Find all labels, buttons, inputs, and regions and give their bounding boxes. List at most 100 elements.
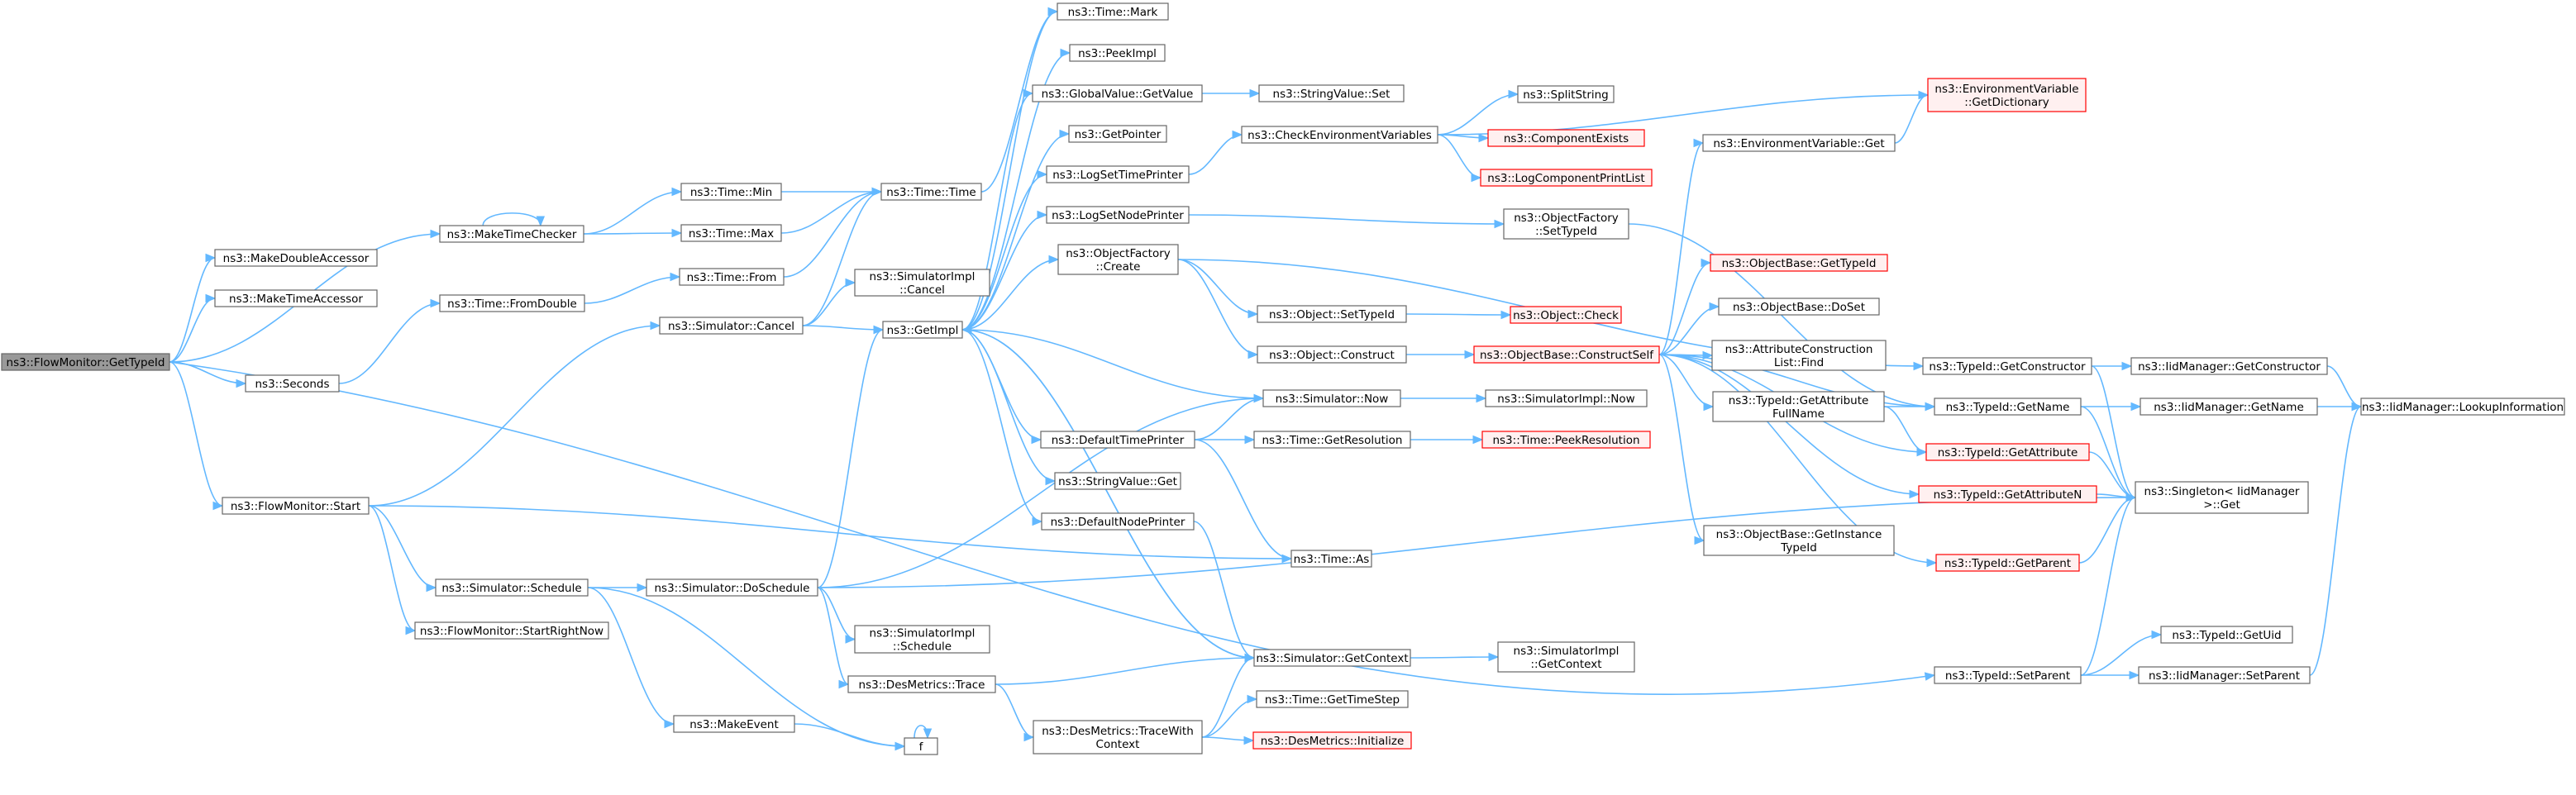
node-box: [1703, 525, 1895, 556]
node-ns3-logsetnodeprinter[interactable]: ns3::LogSetNodePrinter: [1046, 206, 1190, 224]
node-ns3-environmentvariable-getdictionary[interactable]: ns3::EnvironmentVariable::GetDictionary: [1927, 78, 2087, 112]
node-ns3-iidmanager-getconstructor[interactable]: ns3::IidManager::GetConstructor: [2130, 357, 2328, 375]
node-ns3-simulator-doschedule[interactable]: ns3::Simulator::DoSchedule: [646, 578, 818, 597]
node-ns3-simulator-getcontext[interactable]: ns3::Simulator::GetContext: [1253, 649, 1411, 667]
node-ns3-time-min[interactable]: ns3::Time::Min: [680, 183, 782, 201]
node-label: ns3::Time::From: [687, 271, 777, 284]
edge-line: [961, 11, 1058, 331]
node-ns3-typeid-getname[interactable]: ns3::TypeId::GetName: [1934, 398, 2082, 416]
node-ns3-getpointer[interactable]: ns3::GetPointer: [1068, 125, 1167, 143]
node-label: ns3::ObjectBase::GetInstance: [1716, 528, 1882, 541]
node-label: ns3::Simulator::Cancel: [668, 320, 794, 333]
edge-arrowhead: [871, 187, 883, 197]
node-label: ns3::SplitString: [1523, 88, 1609, 102]
node-ns3-maketimechecker[interactable]: ns3::MakeTimeChecker: [439, 225, 584, 243]
edge-line: [587, 587, 905, 747]
node-ns3-simulator-cancel[interactable]: ns3::Simulator::Cancel: [659, 317, 804, 335]
node-ns3-simulatorimpl-schedule[interactable]: ns3::SimulatorImpl::Schedule: [854, 625, 990, 654]
node-ns3-singleton-iidmanager-get[interactable]: ns3::Singleton< IidManager >::Get: [2135, 481, 2309, 514]
edge-arrowhead: [1913, 361, 1925, 371]
node-ns3-splitstring[interactable]: ns3::SplitString: [1517, 85, 1615, 103]
node-ns3-time-time[interactable]: ns3::Time::Time: [880, 183, 982, 201]
node-ns3-time-fromdouble[interactable]: ns3::Time::FromDouble: [439, 294, 585, 312]
node-ns3-iidmanager-getname[interactable]: ns3::IidManager::GetName: [2140, 398, 2318, 416]
node-ns3-object-check[interactable]: ns3::Object::Check: [1510, 306, 1622, 324]
node-ns3-typeid-setparent[interactable]: ns3::TypeId::SetParent: [1934, 666, 2082, 684]
node-ns3-environmentvariable-get[interactable]: ns3::EnvironmentVariable::Get: [1702, 134, 1896, 152]
node-ns3-getimpl[interactable]: ns3::GetImpl: [882, 321, 963, 339]
node-ns3-time-getresolution[interactable]: ns3::Time::GetResolution: [1253, 431, 1411, 449]
edge-arrowhead: [637, 583, 648, 593]
node-ns3-maketimeaccessor[interactable]: ns3::MakeTimeAccessor: [214, 289, 378, 307]
node-ns3-time-peekresolution[interactable]: ns3::Time::PeekResolution: [1481, 431, 1651, 449]
node-ns3-time-from[interactable]: ns3::Time::From: [679, 268, 785, 286]
node-ns3-time-mark[interactable]: ns3::Time::Mark: [1057, 2, 1169, 21]
node-ns3-desmetrics-initialize[interactable]: ns3::DesMetrics::Initialize: [1252, 731, 1412, 750]
node-ns3-time-as[interactable]: ns3::Time::As: [1290, 550, 1372, 568]
node-ns3-objectbase-constructself[interactable]: ns3::ObjectBase::ConstructSelf: [1473, 345, 1660, 364]
node-ns3-flowmonitor-gettypeid[interactable]: ns3::FlowMonitor::GetTypeId: [1, 353, 170, 371]
node-label: ns3::DesMetrics::Trace: [859, 678, 985, 692]
node-ns3-objectfactory-create[interactable]: ns3::ObjectFactory::Create: [1057, 244, 1179, 275]
edge-arrowhead: [1047, 7, 1059, 17]
node-box: [2130, 357, 2328, 375]
node-ns3-defaultnodeprinter[interactable]: ns3::DefaultNodePrinter: [1041, 512, 1195, 531]
node-ns3-objectfactory-settypeid[interactable]: ns3::ObjectFactory::SetTypeId: [1503, 208, 1629, 240]
node-box: [1046, 165, 1190, 183]
node-box: [214, 249, 378, 267]
node-ns3-logcomponentprintlist[interactable]: ns3::LogComponentPrintList: [1480, 169, 1653, 187]
node-ns3-logsettimeprinter[interactable]: ns3::LogSetTimePrinter: [1046, 165, 1190, 183]
node-ns3-defaulttimeprinter[interactable]: ns3::DefaultTimePrinter: [1040, 431, 1195, 449]
node-ns3-checkenvironmentvariables[interactable]: ns3::CheckEnvironmentVariables: [1241, 126, 1438, 144]
edge-tidsetparent-to-singleton: [2080, 493, 2137, 676]
node-ns3-iidmanager-lookupinformation[interactable]: ns3::IidManager::LookupInformation: [2360, 398, 2565, 416]
node-ns3-time-max[interactable]: ns3::Time::Max: [680, 224, 782, 242]
node-ns3-objectbase-gettypeid[interactable]: ns3::ObjectBase::GetTypeId: [1710, 254, 1888, 272]
node-ns3-iidmanager-setparent[interactable]: ns3::IidManager::SetParent: [2138, 666, 2311, 684]
node-ns3-simulatorimpl-cancel[interactable]: ns3::SimulatorImpl::Cancel: [854, 269, 990, 297]
node-ns3-simulatorimpl-now[interactable]: ns3::SimulatorImpl::Now: [1485, 389, 1648, 407]
node-ns3-object-construct[interactable]: ns3::Object::Construct: [1257, 345, 1407, 364]
edge-arrowhead: [405, 626, 417, 636]
edge-arrowhead: [212, 501, 224, 511]
node-ns3-simulator-schedule[interactable]: ns3::Simulator::Schedule: [435, 578, 589, 597]
node-ns3-seconds[interactable]: ns3::Seconds: [245, 374, 340, 393]
edge-line: [1658, 262, 1711, 355]
node-ns3-stringvalue-get[interactable]: ns3::StringValue::Get: [1054, 472, 1181, 490]
node-label: ns3::Time::PeekResolution: [1492, 434, 1639, 447]
node-ns3-flowmonitor-start[interactable]: ns3::FlowMonitor::Start: [222, 497, 370, 515]
edge-getimpl-to-logtp: [961, 169, 1048, 331]
edge-arrowhead: [1924, 672, 1936, 681]
node-ns3-simulator-now[interactable]: ns3::Simulator::Now: [1262, 389, 1401, 407]
node-ns3-objectbase-doset[interactable]: ns3::ObjectBase::DoSet: [1718, 298, 1880, 316]
node-ns3-time-gettimestep[interactable]: ns3::Time::GetTimeStep: [1256, 690, 1409, 708]
node-label: ns3::DesMetrics::Initialize: [1261, 735, 1405, 748]
node-ns3-makedoubleaccessor[interactable]: ns3::MakeDoubleAccessor: [214, 249, 378, 267]
node-label: ::GetContext: [1530, 658, 1601, 671]
node-ns3-componentexists[interactable]: ns3::ComponentExists: [1487, 129, 1645, 147]
node-ns3-typeid-getattribute[interactable]: ns3::TypeId::GetAttribute: [1925, 443, 2090, 461]
node-box: [1517, 85, 1615, 103]
node-ns3-simulatorimpl-getcontext[interactable]: ns3::SimulatorImpl::GetContext: [1497, 641, 1635, 673]
edge-seconds-to-tfromdbl: [338, 298, 441, 384]
node-ns3-globalvalue-getvalue[interactable]: ns3::GlobalValue::GetValue: [1032, 84, 1203, 102]
edge-obconstructself-to-obdoset: [1658, 302, 1720, 355]
node-ns3-typeid-getparent[interactable]: ns3::TypeId::GetParent: [1935, 554, 2080, 572]
node-ns3-peekimpl[interactable]: ns3::PeekImpl: [1069, 44, 1166, 62]
node-ns3-typeid-getconstructor[interactable]: ns3::TypeId::GetConstructor: [1922, 357, 2092, 375]
node-ns3-typeid-getattributen[interactable]: ns3::TypeId::GetAttributeN: [1918, 485, 2097, 503]
node-ns3-flowmonitor-startrightnow[interactable]: ns3::FlowMonitor::StartRightNow: [414, 621, 609, 640]
node-ns3-makeevent[interactable]: ns3::MakeEvent: [673, 715, 795, 733]
node-ns3-object-settypeid[interactable]: ns3::Object::SetTypeId: [1257, 305, 1407, 323]
node-ns3-desmetrics-trace[interactable]: ns3::DesMetrics::Trace: [847, 675, 996, 693]
node-ns3-stringvalue-set[interactable]: ns3::StringValue::Set: [1258, 84, 1405, 102]
edge-simcancel-to-ttime: [802, 187, 883, 326]
node-ns3-typeid-getuid[interactable]: ns3::TypeId::GetUid: [2160, 626, 2293, 644]
edge-line: [1194, 439, 1292, 559]
node-f[interactable]: f: [904, 737, 938, 755]
edge-arrowhead: [1023, 88, 1034, 98]
